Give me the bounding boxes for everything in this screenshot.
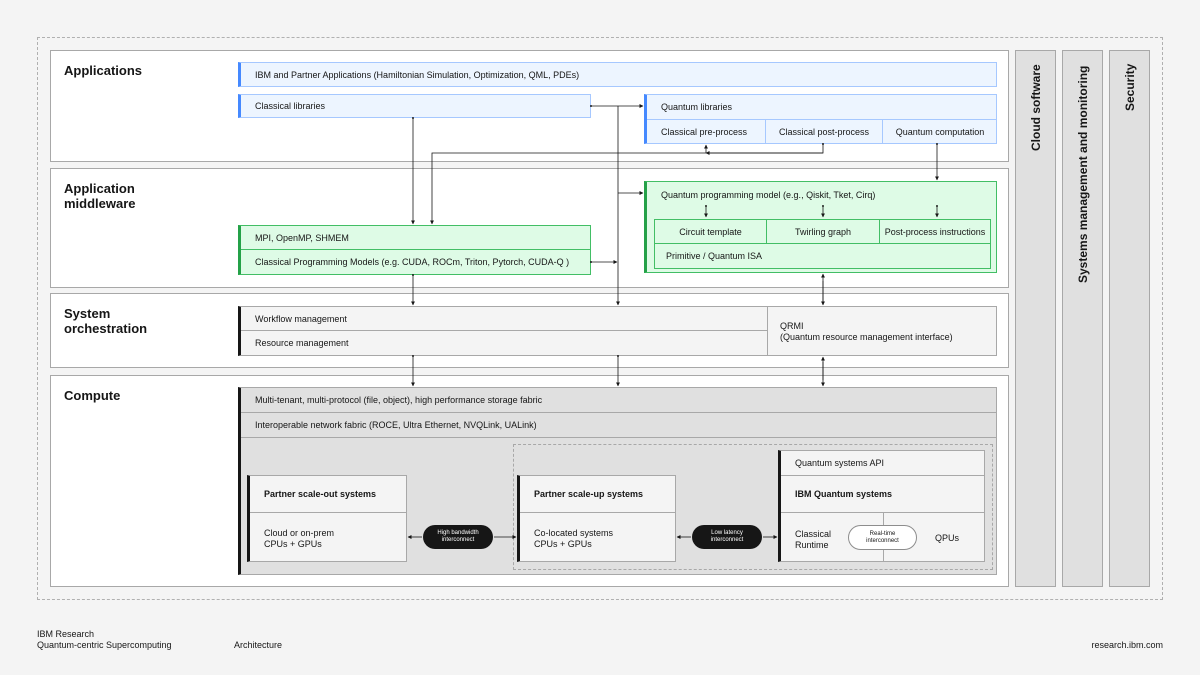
classical-libraries: Classical libraries bbox=[238, 94, 591, 118]
classical-runtime: Classical Runtime bbox=[795, 529, 831, 551]
ibm-quantum-systems-title: IBM Quantum systems bbox=[781, 476, 984, 513]
layer-title-applications: Applications bbox=[64, 63, 143, 78]
orchestration-group: Workflow management Resource management … bbox=[238, 306, 997, 356]
classical-runtime-line-2: Runtime bbox=[795, 540, 829, 550]
network-fabric: Interoperable network fabric (ROCE, Ultr… bbox=[241, 413, 997, 438]
footer-left: IBM Research Quantum-centric Supercomput… bbox=[37, 629, 172, 651]
scale-up-detail: Co-located systems CPUs + GPUs bbox=[534, 528, 613, 550]
mpi-openmp-shmem: MPI, OpenMP, SHMEM bbox=[241, 226, 591, 250]
quantum-libraries-title: Quantum libraries bbox=[661, 102, 733, 112]
colocated-dashed-region bbox=[513, 444, 993, 570]
classical-programming-models: Classical Programming Models (e.g. CUDA,… bbox=[255, 257, 570, 267]
primitive-isa-label: Primitive / Quantum ISA bbox=[666, 251, 763, 261]
connector-postprocess-to-mpi bbox=[430, 143, 824, 225]
footer-url[interactable]: research.ibm.com bbox=[1091, 640, 1163, 650]
qrmi-description: (Quantum resource management interface) bbox=[780, 332, 953, 342]
classical-middleware-group: MPI, OpenMP, SHMEM Classical Programming… bbox=[238, 225, 591, 275]
quantum-libraries-group: Quantum libraries Classical pre-process … bbox=[644, 94, 997, 144]
layer-title-orchestration: System orchestration bbox=[64, 306, 148, 336]
workflow-management: Workflow management bbox=[241, 307, 767, 331]
scale-up-line-2: CPUs + GPUs bbox=[534, 539, 592, 549]
qpus-label: QPUs bbox=[935, 533, 960, 543]
twirling-graph-cell: Twirling graph bbox=[766, 220, 879, 244]
layer-title-compute: Compute bbox=[64, 388, 121, 403]
layer-title-middleware: Application middleware bbox=[64, 181, 136, 211]
scale-out-line-1: Cloud or on-prem bbox=[264, 528, 335, 538]
realtime-interconnect: Real-time interconnect bbox=[848, 525, 917, 550]
postprocess-instructions-cell: Post-process instructions bbox=[879, 220, 990, 244]
footer-subtitle: Quantum-centric Supercomputing bbox=[37, 640, 172, 650]
security-panel: Security bbox=[1109, 50, 1150, 587]
resource-management: Resource management bbox=[255, 338, 349, 348]
low-latency-interconnect: Low latency interconnect bbox=[692, 525, 762, 549]
circuit-template-cell: Circuit template bbox=[655, 220, 766, 244]
diagram-frame bbox=[37, 37, 1163, 600]
qrmi-title: QRMI bbox=[780, 321, 804, 331]
scale-out-line-2: CPUs + GPUs bbox=[264, 539, 322, 549]
partner-scale-up-systems: Partner scale-up systems Co-located syst… bbox=[517, 475, 676, 562]
qrmi-box: QRMI (Quantum resource management interf… bbox=[767, 307, 998, 355]
footer-org: IBM Research bbox=[37, 629, 95, 639]
footer-section: Architecture bbox=[234, 640, 283, 650]
scale-out-detail: Cloud or on-prem CPUs + GPUs bbox=[264, 528, 334, 550]
quantum-computation-cell: Quantum computation bbox=[882, 119, 997, 144]
classical-preprocess-cell: Classical pre-process bbox=[647, 119, 765, 144]
scale-up-line-1: Co-located systems bbox=[534, 528, 614, 538]
partner-scale-out-systems: Partner scale-out systems Cloud or on-pr… bbox=[247, 475, 407, 562]
storage-fabric: Multi-tenant, multi-protocol (file, obje… bbox=[241, 388, 997, 413]
high-bandwidth-interconnect: High bandwidth interconnect bbox=[423, 525, 493, 549]
classical-runtime-line-1: Classical bbox=[795, 529, 832, 539]
quantum-systems-api: Quantum systems API bbox=[781, 451, 984, 476]
systems-management-panel: Systems management and monitoring bbox=[1062, 50, 1103, 587]
cloud-software-panel: Cloud software bbox=[1015, 50, 1056, 587]
ibm-partner-applications: IBM and Partner Applications (Hamiltonia… bbox=[238, 62, 997, 87]
scale-up-title: Partner scale-up systems bbox=[520, 476, 675, 513]
primitive-isa-group: Circuit template Twirling graph Post-pro… bbox=[654, 219, 991, 269]
scale-out-title: Partner scale-out systems bbox=[250, 476, 406, 513]
classical-postprocess-cell: Classical post-process bbox=[765, 119, 882, 144]
